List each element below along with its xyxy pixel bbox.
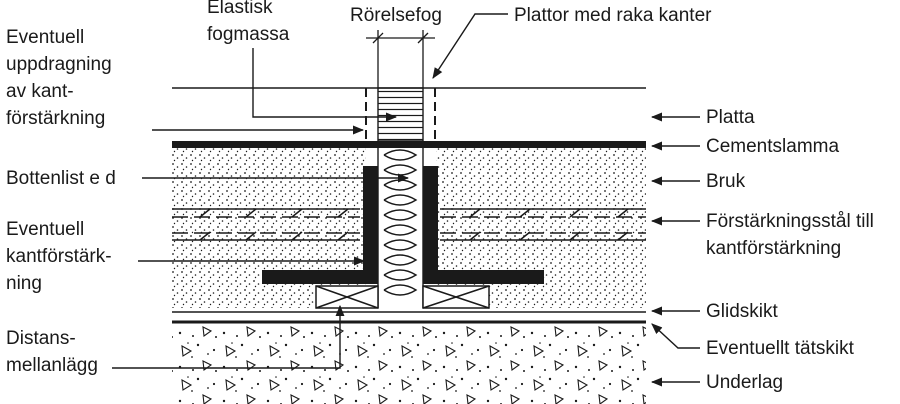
label-bottenlist: Bottenlist e d bbox=[6, 168, 116, 189]
reinforcement-steel bbox=[172, 208, 646, 241]
label-eventuell-uppdragning: Eventuell uppdragning av kant- förstärkn… bbox=[6, 27, 112, 129]
joint-filler-bg bbox=[378, 148, 423, 308]
label-forstarkningsstal: Förstärkningsstål till kantförstärkning bbox=[706, 211, 874, 259]
rorelsefog-dimension bbox=[366, 30, 435, 88]
label-plattor-med-raka-kanter: Plattor med raka kanter bbox=[514, 5, 712, 26]
label-eventuell-kantforstarkning: Eventuell kantförstärk- ning bbox=[6, 219, 112, 294]
label-rorelsefog: Rörelsefog bbox=[350, 5, 442, 26]
label-distansmellanlagg: Distans- mellanlägg bbox=[6, 328, 98, 376]
label-elastisk-fogmassa: Elastisk fogmassa bbox=[207, 0, 290, 45]
distance-spacers bbox=[315, 285, 490, 309]
leader-lines bbox=[112, 13, 700, 387]
underlag-layer bbox=[172, 326, 646, 404]
cementslamma-layer bbox=[172, 141, 646, 148]
edge-profile-right bbox=[423, 166, 544, 284]
label-glidskikt: Glidskikt bbox=[706, 301, 778, 322]
label-platta: Platta bbox=[706, 107, 755, 128]
label-cementslamma: Cementslamma bbox=[706, 136, 840, 157]
label-eventuellt-tatskikt: Eventuellt tätskikt bbox=[706, 338, 854, 359]
label-bruk: Bruk bbox=[706, 171, 746, 192]
label-underlag: Underlag bbox=[706, 372, 784, 393]
elastic-sealant bbox=[377, 87, 424, 142]
